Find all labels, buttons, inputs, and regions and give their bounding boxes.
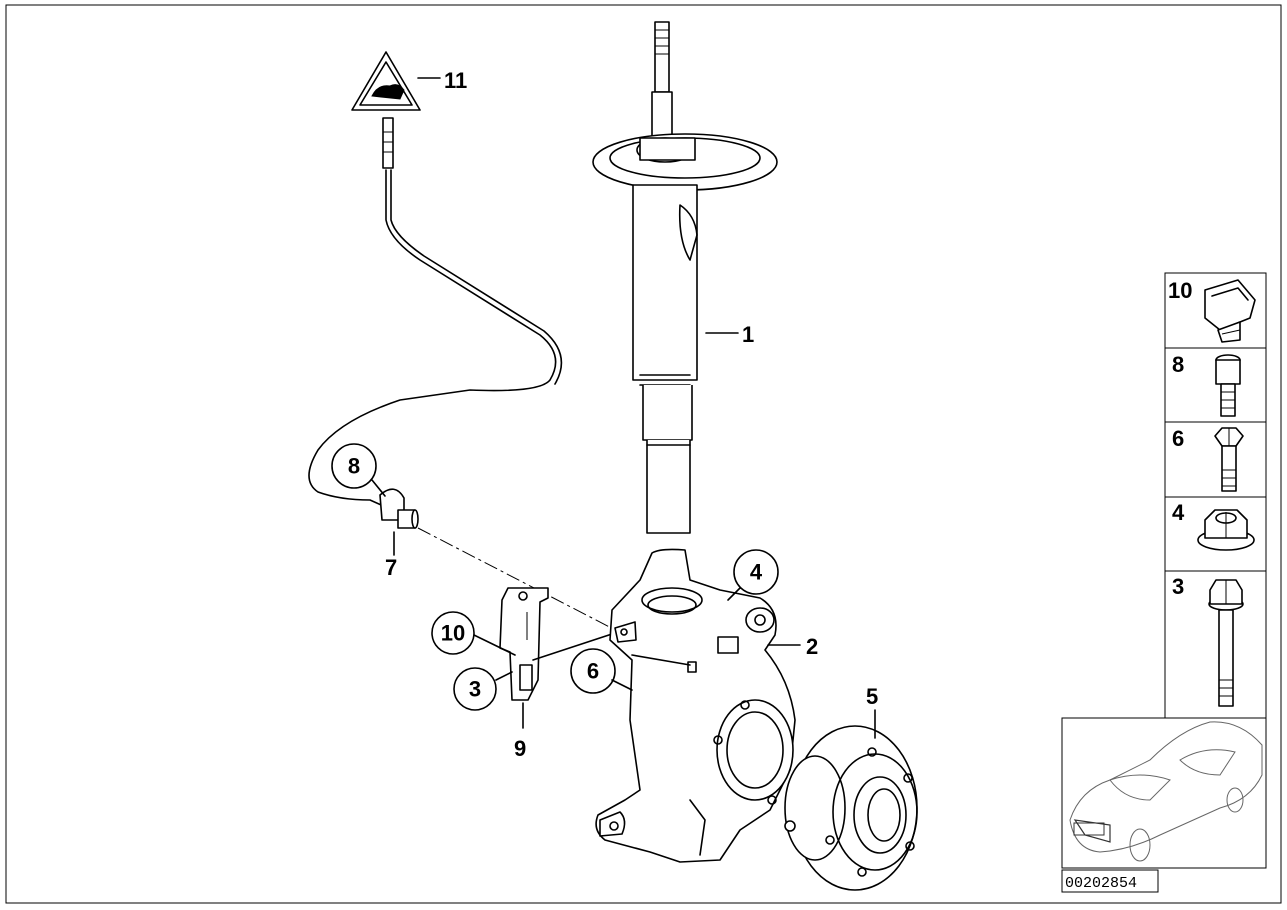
- sidebar-item-10[interactable]: 10: [1168, 278, 1256, 343]
- small-parts-panel: [1164, 272, 1267, 719]
- sidebar-label-3: 3: [1172, 574, 1184, 599]
- part-label-3: 3: [469, 677, 481, 702]
- part-label-1: 1: [742, 322, 754, 347]
- sidebar-item-8[interactable]: 8: [1172, 352, 1241, 417]
- sidebar-item-4[interactable]: 4: [1172, 500, 1255, 551]
- part-label-10: 10: [441, 621, 465, 646]
- part-label-2: 2: [806, 634, 818, 659]
- part-label-9: 9: [514, 736, 526, 761]
- hex-bolt-short-icon: [1214, 427, 1244, 492]
- sidebar-item-6[interactable]: 6: [1172, 426, 1244, 492]
- flange-nut-icon: [1197, 509, 1255, 551]
- sidebar-label-6: 6: [1172, 426, 1184, 451]
- diagram-id: 00202854: [1065, 875, 1137, 892]
- part-label-6: 6: [587, 659, 599, 684]
- part-label-8: 8: [348, 454, 360, 479]
- part-callout-10: [431, 611, 475, 655]
- part-label-7: 7: [385, 555, 397, 580]
- strut-assembly-icon[interactable]: [592, 21, 778, 534]
- part-label-5: 5: [866, 684, 878, 709]
- steering-knuckle-icon[interactable]: [595, 548, 796, 863]
- bracket-icon[interactable]: [499, 587, 549, 701]
- car-thumbnail-icon[interactable]: [1061, 717, 1267, 869]
- diagram-id-box: [1061, 869, 1159, 893]
- sidebar-label-8: 8: [1172, 352, 1184, 377]
- sidebar-label-4: 4: [1172, 500, 1185, 525]
- sidebar-item-3[interactable]: 3: [1172, 574, 1244, 707]
- abs-sensor-cable-icon[interactable]: [308, 117, 563, 529]
- clip-nut-icon: [1204, 279, 1256, 343]
- part-callout-3: [453, 667, 497, 711]
- sidebar-label-10: 10: [1168, 278, 1192, 303]
- part-label-11: 11: [444, 68, 467, 93]
- warning-triangle-icon: [351, 51, 421, 111]
- part-callout-4: [733, 549, 779, 595]
- part-callout-8: [331, 443, 377, 489]
- socket-bolt-icon: [1215, 354, 1241, 417]
- hex-bolt-long-icon: [1208, 579, 1244, 707]
- part-label-4: 4: [750, 560, 763, 585]
- assembly-leader-line: [417, 527, 626, 636]
- diagram-border: [5, 4, 1282, 904]
- wheel-hub-icon[interactable]: [784, 725, 918, 891]
- part-callout-6: [570, 648, 616, 694]
